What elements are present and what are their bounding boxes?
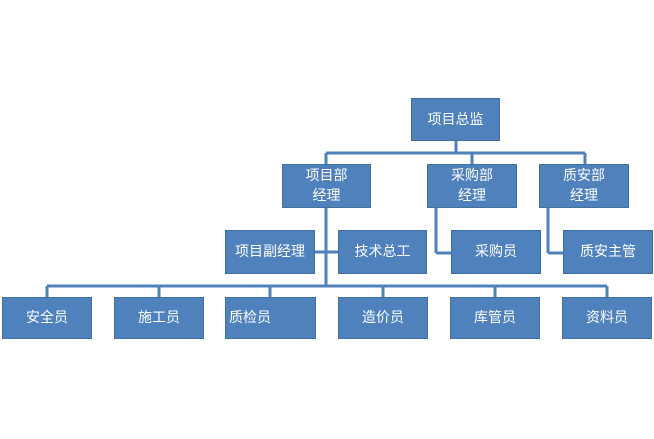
node-label: 库管员 (474, 310, 516, 326)
node-warehouse-keeper: 库管员 (450, 297, 540, 339)
node-project-manager: 项目部 经理 (282, 164, 371, 208)
node-quality-safety-manager: 质安部 经理 (539, 164, 629, 208)
node-label: 质安部 经理 (563, 168, 605, 204)
node-project-director: 项目总监 (411, 98, 500, 141)
node-label: 采购员 (475, 244, 517, 260)
node-label: 项目部 经理 (305, 168, 348, 204)
node-technical-chief: 技术总工 (338, 230, 427, 274)
node-label: 质安主管 (580, 244, 636, 260)
node-quality-safety-supervisor: 质安主管 (563, 230, 653, 274)
node-label: 技术总工 (354, 244, 411, 260)
node-label: 项目总监 (427, 111, 484, 128)
node-safety-officer: 安全员 (2, 297, 92, 339)
node-purchaser: 采购员 (451, 230, 541, 274)
node-deputy-project-manager: 项目副经理 (225, 230, 315, 274)
node-construction-officer: 施工员 (114, 297, 204, 339)
node-label: 项目副经理 (235, 244, 305, 260)
node-label: 造价员 (362, 310, 404, 326)
node-quality-inspector: 质检员 (225, 297, 316, 339)
node-label: 安全员 (26, 310, 68, 326)
node-label: 采购部 经理 (451, 168, 493, 204)
node-label: 施工员 (138, 310, 180, 326)
node-purchasing-manager: 采购部 经理 (427, 164, 517, 208)
node-document-clerk: 资料员 (562, 297, 652, 339)
node-label: 质检员 (229, 310, 271, 326)
node-cost-engineer: 造价员 (338, 297, 428, 339)
node-label: 资料员 (586, 310, 628, 326)
